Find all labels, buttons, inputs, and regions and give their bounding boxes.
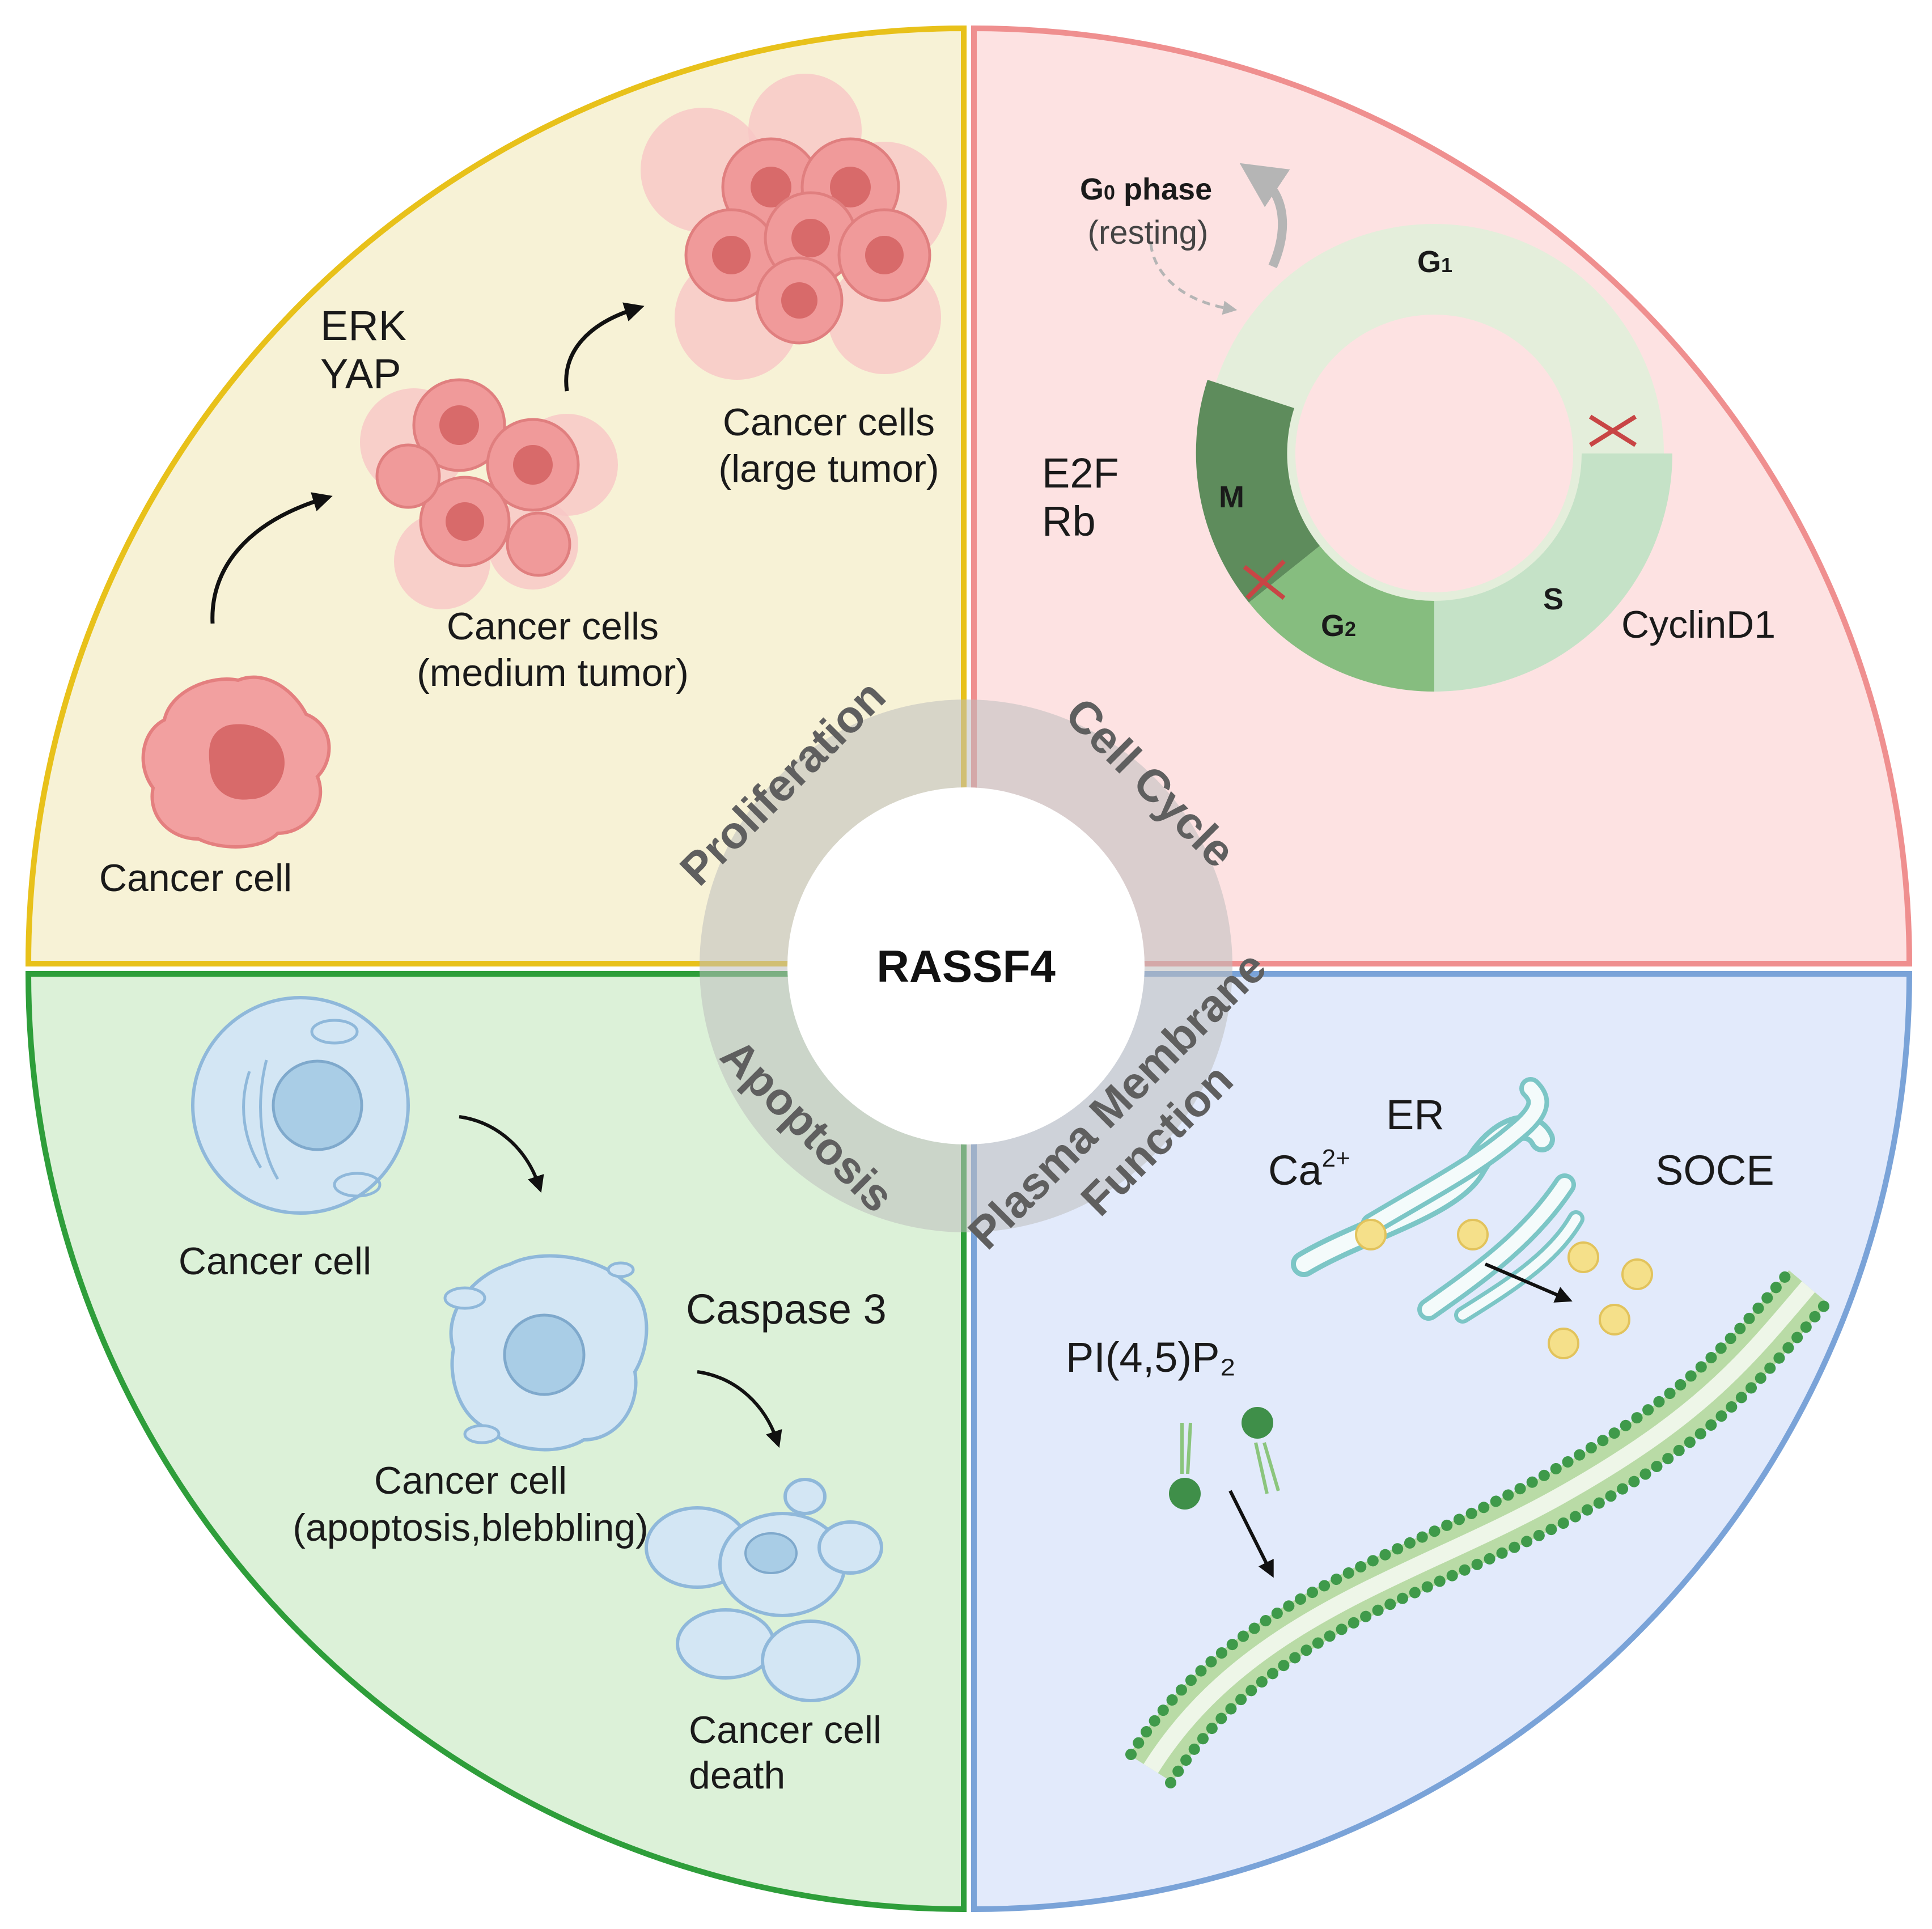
center-hub (787, 787, 1145, 1144)
molecule-e2f: E2F (1042, 450, 1119, 497)
pip2-label: PI(4,5)P₂ (1066, 1334, 1236, 1381)
s-phase-arc (1434, 453, 1672, 692)
blebbing-cell-label-line2: (apoptosis,blebbling) (293, 1506, 649, 1549)
apoptosis-arrow-1 (459, 1115, 544, 1193)
dead-cell-fragments-icon (645, 1478, 883, 1702)
membrane-content: ER Ca2+ SOCE PI(4,5)P₂ (1066, 1077, 1834, 1788)
medium-tumor-label-line2: (medium tumor) (417, 651, 689, 694)
g1-phase-label: G1 (1417, 245, 1452, 279)
molecule-yap: YAP (320, 350, 401, 397)
plasma-membrane-bilayer-icon (1125, 1267, 1834, 1788)
calcium-ion-icons (1355, 1219, 1653, 1359)
pip2-lipid-icon (1169, 1407, 1280, 1510)
checkpoint-block-icon (1243, 559, 1286, 600)
pip2-insertion-arrow (1228, 1490, 1274, 1578)
cancer-cell-icon (191, 996, 410, 1215)
growth-arrow-2 (564, 302, 645, 392)
growth-arrow-1 (210, 492, 333, 624)
apoptosis-arrow-2 (697, 1370, 782, 1448)
er-label: ER (1386, 1091, 1444, 1138)
center-label: RASSF4 (876, 941, 1056, 991)
g0-exit-arrow (1239, 163, 1290, 269)
cancer-cell-label: Cancer cell (179, 1240, 371, 1283)
large-tumor-icon (641, 74, 947, 380)
large-tumor-label-line1: Cancer cells (723, 401, 935, 444)
blebbing-cell-label-line1: Cancer cell (374, 1459, 567, 1502)
medium-tumor-icon (360, 378, 618, 609)
quadrant-cell-cycle (971, 25, 1913, 966)
blebbing-cell-icon (443, 1254, 649, 1452)
proliferation-content: ERK YAP Cancer cell Cancer cells (medium… (99, 74, 947, 900)
g0-phase-label: G0 phase (1080, 172, 1212, 206)
cell-death-label-line2: death (689, 1754, 785, 1797)
m-phase-arc (1196, 380, 1320, 603)
calcium-release-arrow (1484, 1262, 1573, 1303)
s-phase-label: S (1543, 582, 1564, 616)
large-tumor-label-line2: (large tumor) (718, 447, 939, 490)
soce-label: SOCE (1655, 1147, 1774, 1194)
er-icon (1291, 1077, 1584, 1324)
cell-death-label-line1: Cancer cell (689, 1708, 882, 1752)
g2-phase-label: G2 (1321, 609, 1356, 643)
checkpoint-block-icon (1588, 414, 1637, 447)
molecule-rb: Rb (1042, 498, 1096, 545)
g0-resting-label: (resting) (1088, 214, 1209, 251)
g0-return-arrow (1149, 243, 1238, 315)
single-cancer-cell-label: Cancer cell (99, 857, 292, 900)
cancer-cell-icon (141, 675, 331, 849)
calcium-label: Ca2+ (1268, 1144, 1350, 1194)
medium-tumor-label-line1: Cancer cells (447, 605, 659, 648)
cell-cycle-content: G0 phase (resting) G1 S G2 M E2F Rb Cycl… (1042, 163, 1776, 692)
molecule-caspase3: Caspase 3 (686, 1286, 887, 1333)
apoptosis-content: Cancer cell Caspase 3 Cancer cell (apopt… (179, 996, 887, 1797)
g2-phase-arc (1249, 546, 1434, 692)
molecule-cyclind1: CyclinD1 (1621, 603, 1776, 646)
molecule-erk: ERK (320, 302, 406, 349)
m-phase-label: M (1219, 480, 1244, 514)
